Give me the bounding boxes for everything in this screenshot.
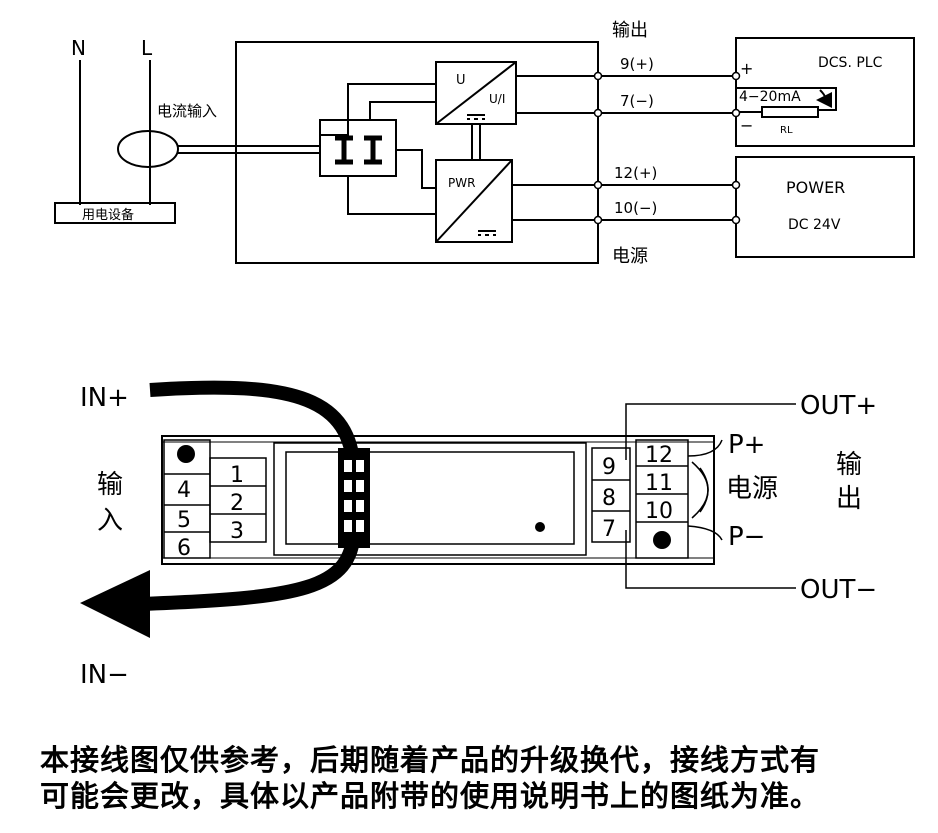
label-p-minus: P− [728, 522, 765, 552]
device-box [54, 202, 176, 224]
label-input-2: 入 [97, 506, 123, 536]
label-power-box: POWER [786, 178, 845, 197]
label-device: 用电设备 [82, 207, 134, 223]
wiring-diagram: N L 电流输入 用电设备 输出 电源 U U/I PWR 9(+) 7(−) … [54, 20, 915, 690]
top-schematic [54, 37, 915, 264]
terminal-5: 5 [177, 508, 191, 533]
terminal-7: 7 [602, 517, 616, 542]
label-ui: U/I [489, 92, 505, 106]
note-line-1: 本接线图仅供参考，后期随着产品的升级换代，接线方式有 [40, 743, 821, 777]
terminal-4: 4 [177, 478, 191, 503]
label-minus: − [740, 116, 753, 135]
inner-terminal-block [209, 457, 267, 543]
terminal-10-dot [593, 215, 603, 225]
module-drawing [161, 403, 796, 589]
label-input-1: 输 [97, 470, 123, 500]
label-dc24v: DC 24V [788, 217, 841, 233]
terminal-2: 2 [230, 491, 244, 516]
label-u: U [456, 73, 466, 88]
load-resistor [761, 106, 819, 118]
screw-right [653, 531, 671, 549]
out-minus-lead [625, 530, 796, 589]
module-housing [161, 435, 715, 565]
label-in-plus: IN+ [80, 383, 129, 413]
right-terminal-block-b [635, 439, 689, 559]
label-plus: + [740, 59, 753, 78]
label-p-plus: P+ [728, 430, 765, 460]
label-n: N [71, 36, 86, 60]
terminal-11: 11 [645, 471, 673, 496]
terminal-10: 10 [645, 499, 673, 524]
terminal-6: 6 [177, 536, 191, 561]
terminal-1: 1 [230, 463, 244, 488]
label-output-2: 出 [836, 484, 862, 514]
power-supply-box [735, 156, 915, 258]
label-rl: RL [780, 125, 793, 136]
transmitter-housing [235, 41, 599, 264]
label-power-title: 电源 [612, 246, 648, 267]
display-window [273, 442, 587, 556]
note-line-2: 可能会更改，具体以产品附带的使用说明书上的图纸为准。 [40, 779, 821, 813]
right-terminal-block-a [591, 447, 631, 543]
label-dcs-plc: DCS. PLC [818, 55, 883, 71]
label-out-plus: OUT+ [800, 391, 877, 421]
terminal-12-dot [593, 180, 603, 190]
dcs-plc-box [735, 37, 915, 147]
terminal-3: 3 [230, 519, 244, 544]
label-out-minus: OUT− [800, 575, 877, 605]
label-pwr: PWR [448, 176, 475, 190]
screw-left [177, 445, 195, 463]
label-current-input: 电流输入 [157, 102, 217, 120]
input-cable [80, 380, 370, 638]
terminal-9: 9 [602, 455, 616, 480]
label-output-1: 输 [836, 450, 862, 480]
indicator-led [535, 522, 545, 532]
disclaimer-note: 本接线图仅供参考，后期随着产品的升级换代，接线方式有 可能会更改，具体以产品附带… [40, 742, 920, 814]
label-module-power: 电源 [726, 474, 778, 504]
terminal-7-dot [593, 108, 603, 118]
label-terminal-12: 12(+) [614, 164, 657, 182]
label-terminal-10: 10(−) [614, 199, 657, 217]
terminal-12: 12 [645, 443, 673, 468]
label-terminal-7: 7(−) [620, 92, 654, 110]
terminal-8: 8 [602, 486, 616, 511]
label-in-minus: IN− [80, 660, 129, 690]
terminal-9-dot [593, 71, 603, 81]
ui-converter-block [435, 61, 517, 125]
power-converter-block [435, 159, 513, 243]
label-l: L [141, 36, 153, 60]
isolation-block [319, 119, 397, 177]
out-plus-lead [625, 403, 796, 460]
label-terminal-9: 9(+) [620, 55, 654, 73]
label-output-title: 输出 [612, 20, 648, 41]
current-transformer [117, 130, 179, 168]
label-loop-current: 4−20mA [739, 89, 801, 105]
